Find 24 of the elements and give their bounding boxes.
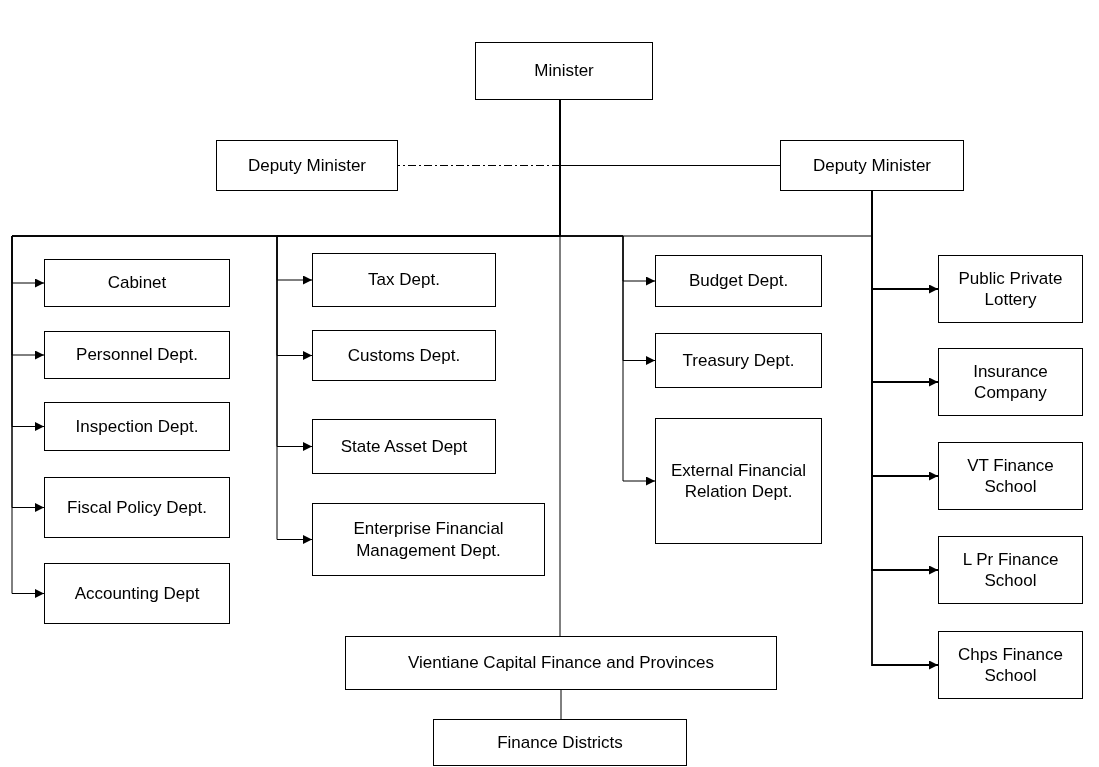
- org-box: Accounting Dept: [44, 563, 230, 624]
- org-box: Deputy Minister: [780, 140, 964, 191]
- org-box: Tax Dept.: [312, 253, 496, 307]
- org-box: Minister: [475, 42, 653, 100]
- org-box: VT Finance School: [938, 442, 1083, 510]
- org-box: Deputy Minister: [216, 140, 398, 191]
- org-box: L Pr Finance School: [938, 536, 1083, 604]
- connector-line: [397, 165, 561, 166]
- org-box: Customs Dept.: [312, 330, 496, 381]
- org-box: Treasury Dept.: [655, 333, 822, 388]
- org-box: Cabinet: [44, 259, 230, 307]
- org-box: Chps Finance School: [938, 631, 1083, 699]
- org-box: Finance Districts: [433, 719, 687, 766]
- org-box: Inspection Dept.: [44, 402, 230, 451]
- org-box: External Financial Relation Dept.: [655, 418, 822, 544]
- org-box: Personnel Dept.: [44, 331, 230, 379]
- org-box: Public Private Lottery: [938, 255, 1083, 323]
- org-box: Vientiane Capital Finance and Provinces: [345, 636, 777, 690]
- org-box: Insurance Company: [938, 348, 1083, 416]
- org-box: Budget Dept.: [655, 255, 822, 307]
- connector-line: [560, 689, 562, 720]
- org-box: State Asset Dept: [312, 419, 496, 474]
- org-box: Fiscal Policy Dept.: [44, 477, 230, 538]
- org-box: Enterprise Financial Management Dept.: [312, 503, 545, 576]
